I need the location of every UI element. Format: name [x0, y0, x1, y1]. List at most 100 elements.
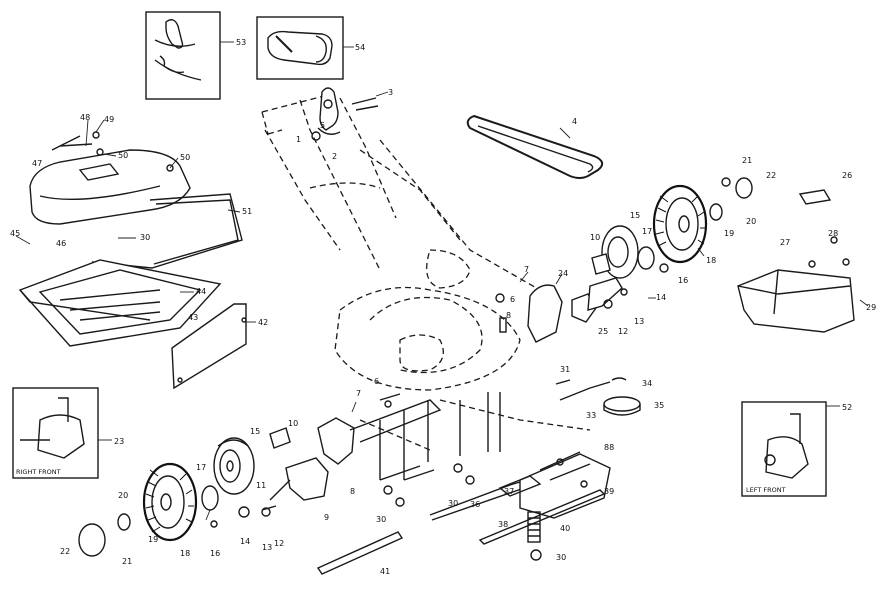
callout-46: 46 [56, 239, 66, 248]
callout-31: 31 [560, 365, 570, 374]
callout-37: 37 [504, 487, 514, 496]
control-parts [311, 87, 389, 141]
callout-30-bag: 30 [140, 233, 150, 242]
callout-47: 47 [32, 159, 42, 168]
callout-28: 28 [828, 229, 838, 238]
callout-23: 23 [114, 437, 124, 446]
callout-16-right: 16 [678, 276, 688, 285]
callout-27: 27 [780, 238, 790, 247]
callout-39: 39 [604, 487, 614, 496]
callout-9-left: 9 [324, 513, 329, 522]
callout-8-right: 8 [506, 311, 511, 320]
callout-54: 54 [355, 43, 365, 52]
label-left-front: LEFT FRONT [746, 486, 786, 494]
callout-11: 11 [256, 481, 266, 490]
callout-29: 29 [866, 303, 876, 312]
callout-88: 88 [604, 443, 614, 452]
rear-cover-29 [737, 189, 855, 333]
gear-15-left [213, 437, 255, 495]
callout-41: 41 [380, 567, 390, 576]
callout-51: 51 [242, 207, 252, 216]
callout-6-right: 6 [510, 295, 515, 304]
callout-13-right: 13 [634, 317, 644, 326]
gear-15-right [591, 225, 669, 279]
callout-26: 26 [842, 171, 852, 180]
callout-3: 3 [388, 88, 393, 97]
callout-33: 33 [586, 411, 596, 420]
callout-19-right: 19 [724, 229, 734, 238]
callout-5: 5 [320, 121, 325, 130]
callout-30-mid: 30 [448, 499, 458, 508]
callout-4: 4 [572, 117, 577, 126]
callout-21-left: 21 [122, 557, 132, 566]
rod-41 [316, 531, 404, 575]
right-bracket-parts [495, 277, 628, 343]
inset-23-box [12, 387, 112, 479]
handle-assembly-dashed [261, 93, 541, 291]
callout-52: 52 [842, 403, 852, 412]
callout-16-left: 16 [210, 549, 220, 558]
callout-45: 45 [10, 229, 20, 238]
cover-35 [555, 377, 641, 416]
callout-44: 44 [196, 287, 206, 296]
callout-35: 35 [654, 401, 664, 410]
callout-15-left: 15 [250, 427, 260, 436]
callout-50b: 50 [180, 153, 190, 162]
callout-24: 24 [558, 269, 568, 278]
callout-15-right: 15 [630, 211, 640, 220]
callout-17-left: 17 [196, 463, 206, 472]
callout-2: 2 [332, 152, 337, 161]
callout-14-right: 14 [656, 293, 666, 302]
callout-38: 38 [498, 520, 508, 529]
callout-7-left: 7 [356, 389, 361, 398]
callout-21-right: 21 [742, 156, 752, 165]
callout-30-right: 30 [556, 553, 566, 562]
callout-17-right: 17 [642, 227, 652, 236]
callout-25: 25 [598, 327, 608, 336]
inset-54-box [256, 16, 354, 80]
callout-18-left: 18 [180, 549, 190, 558]
belt-part-4 [466, 114, 604, 179]
callout-7-right: 7 [524, 265, 529, 274]
callout-30-left: 30 [376, 515, 386, 524]
callout-22-left: 22 [60, 547, 70, 556]
callout-8-left: 8 [350, 487, 355, 496]
rear-height-adjuster-39 [478, 451, 611, 545]
callout-20-left: 20 [118, 491, 128, 500]
callout-36: 36 [470, 500, 480, 509]
callout-14-left: 14 [240, 537, 250, 546]
nuts-30 [383, 463, 542, 561]
callout-49: 49 [104, 115, 114, 124]
left-bracket-parts [210, 427, 329, 528]
callout-53: 53 [236, 38, 246, 47]
callout-22-right: 22 [766, 171, 776, 180]
callout-6-left: 6 [374, 377, 379, 386]
callout-34: 34 [642, 379, 652, 388]
callout-10-right: 10 [590, 233, 600, 242]
center-axle-assembly-8 [317, 392, 531, 521]
callout-50a: 50 [118, 151, 128, 160]
callout-48: 48 [80, 113, 90, 122]
inset-53-box [145, 11, 234, 100]
callout-13-left: 13 [262, 543, 272, 552]
callout-20-right: 20 [746, 217, 756, 226]
inset-52-box [741, 401, 840, 497]
grass-bag-assembly [29, 131, 243, 269]
callout-19-left: 19 [148, 535, 158, 544]
callout-10-left: 10 [288, 419, 298, 428]
callout-40: 40 [560, 524, 570, 533]
callout-18-right: 18 [706, 256, 716, 265]
leader-lines [15, 119, 869, 521]
callout-12-right: 12 [618, 327, 628, 336]
mower-deck-dashed [334, 249, 591, 451]
callout-42: 42 [258, 318, 268, 327]
callout-12-left: 12 [274, 539, 284, 548]
callout-1: 1 [296, 135, 301, 144]
callout-43: 43 [188, 313, 198, 322]
callout-labels: 53 54 3 1 2 5 4 48 49 50 50 47 51 30 45 … [10, 38, 876, 576]
wheel-18-right [652, 177, 753, 264]
collector-tray-44 [18, 259, 256, 390]
label-right-front: RIGHT FRONT [16, 468, 61, 476]
